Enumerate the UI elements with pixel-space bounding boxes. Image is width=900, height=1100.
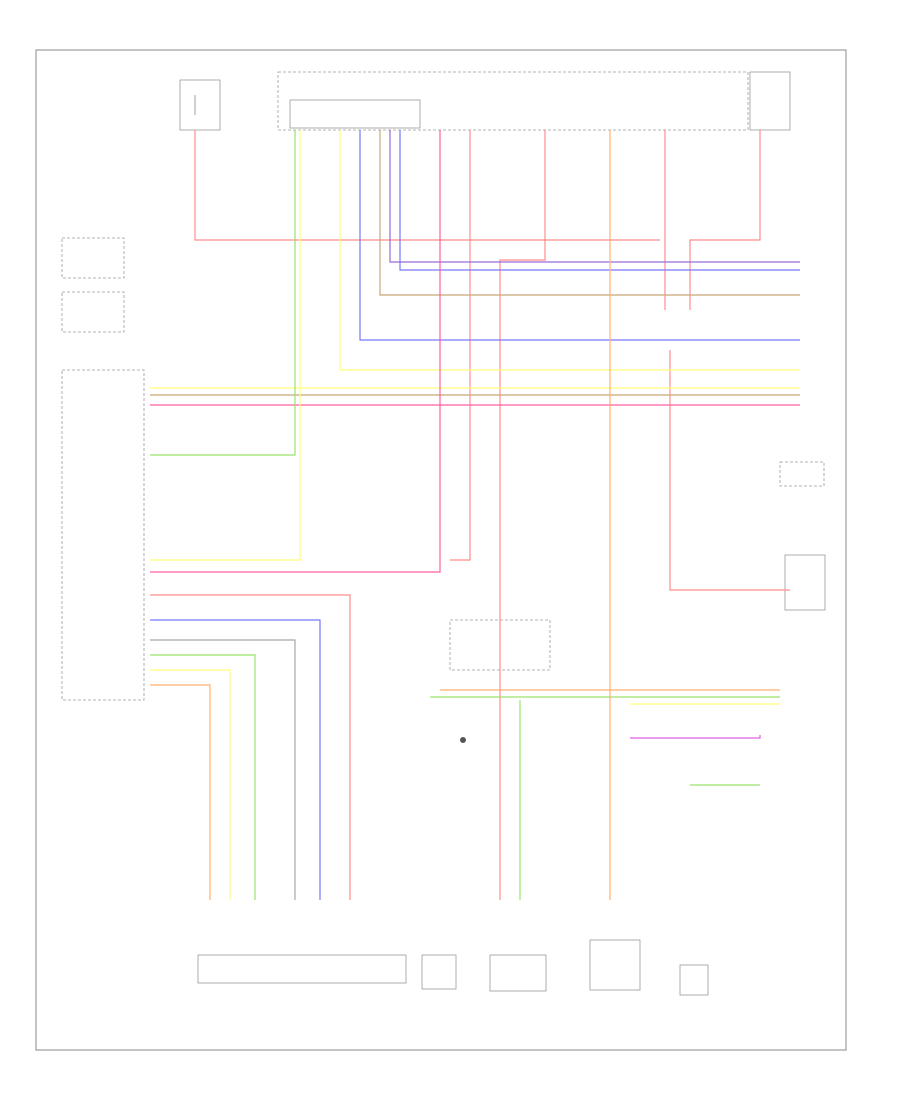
- wires: [150, 130, 800, 900]
- wire-blue-3: [150, 619, 321, 900]
- diagram-frame: [35, 49, 847, 1051]
- engine-control-module: [749, 71, 791, 131]
- wire-green-2: [150, 654, 256, 900]
- wire-green-1: [150, 130, 296, 456]
- electronic-steering-column-lock: [61, 369, 145, 701]
- wire-pink-2: [150, 130, 441, 573]
- wire-yellow-4: [150, 669, 231, 900]
- electronic-power-distribution: [277, 71, 749, 131]
- wire-orange-1: [150, 684, 211, 900]
- ignition-switch-module: [784, 554, 826, 611]
- steering-column-adjustment-switch: [61, 291, 125, 333]
- wire-red-7: [150, 594, 351, 900]
- wire-yellow-3: [150, 130, 301, 561]
- steering-column-adjustment-motor-assembly: [197, 954, 407, 984]
- wire-blue-2: [359, 130, 800, 341]
- wire-red-2: [450, 130, 471, 561]
- wire-blue-1: [399, 130, 800, 271]
- wire-red-1: [194, 130, 660, 241]
- transmission-range-sensor: [421, 954, 457, 990]
- wire-gray-1: [150, 639, 296, 900]
- engine-coolant-temperature-sensor: [679, 964, 709, 996]
- wire-violet-1: [389, 130, 800, 263]
- junction-connector: [779, 461, 825, 487]
- wire-magenta-1: [630, 735, 761, 739]
- wire-red-4: [689, 130, 761, 310]
- electric-fan: [489, 954, 547, 992]
- wire-red-6: [669, 350, 790, 591]
- electric-coolant-pump: [589, 939, 641, 991]
- steering-column-switch-unit: [61, 237, 125, 279]
- wire-red-3: [499, 130, 546, 900]
- hot-at-all-times-fuse: [179, 79, 221, 131]
- wire-yellow-1: [339, 130, 800, 371]
- wire-brown-1: [379, 130, 800, 296]
